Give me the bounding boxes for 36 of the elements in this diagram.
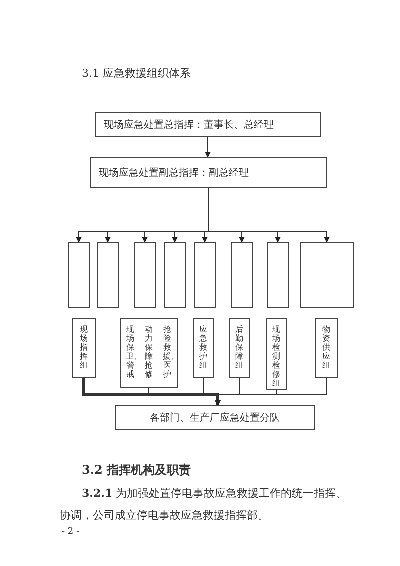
group-box: [194, 242, 216, 308]
team-box: [266, 318, 287, 390]
section-heading: 3.1 应急救援组织体系: [82, 66, 191, 81]
arrow: [82, 378, 221, 406]
box-text: 后勤保障组: [235, 325, 244, 370]
box-text: 现场指挥组: [80, 325, 88, 370]
box-text: 现场应急处置副总指挥：副总经理: [98, 166, 249, 180]
box-text: 抢险救援、医护: [163, 325, 172, 379]
team-box: [229, 318, 250, 378]
group-box: [97, 242, 119, 308]
command-box: [95, 112, 321, 137]
box-text: 应急救护组: [199, 325, 208, 370]
team-box: [315, 318, 338, 378]
group-box: [68, 242, 90, 308]
arrow: [205, 136, 211, 158]
group-box: [267, 242, 289, 308]
section-heading: 3.2 指挥机构及职责: [82, 462, 192, 479]
team-box: [120, 318, 178, 388]
box-text: 现场保卫、警戒: [126, 325, 135, 379]
team-box: [72, 318, 96, 378]
paragraph: 3.2.1 为加强处置停电事故应急救援工作的统一指挥、协调，公司成立停电事故应急救援指挥部。: [60, 486, 348, 524]
box-text: 动力保障抢修: [144, 325, 154, 379]
box-text: 物资供应组: [322, 325, 331, 370]
group-box: [164, 242, 186, 308]
box-text: 现场应急处置总指挥：董事长、总经理: [103, 118, 274, 132]
arrow: [208, 188, 330, 243]
arrow: [215, 378, 327, 406]
group-box: [134, 242, 156, 308]
team-box: [193, 318, 214, 378]
squad-box: [115, 405, 315, 430]
page-number: - 2 -: [62, 527, 80, 537]
command-box: [90, 157, 327, 188]
group-box: [231, 242, 253, 308]
box-text: 现场检测检修组: [272, 325, 281, 388]
box-text: 各部门、生产厂应急处置分队: [150, 412, 280, 424]
group-box: [300, 242, 354, 308]
